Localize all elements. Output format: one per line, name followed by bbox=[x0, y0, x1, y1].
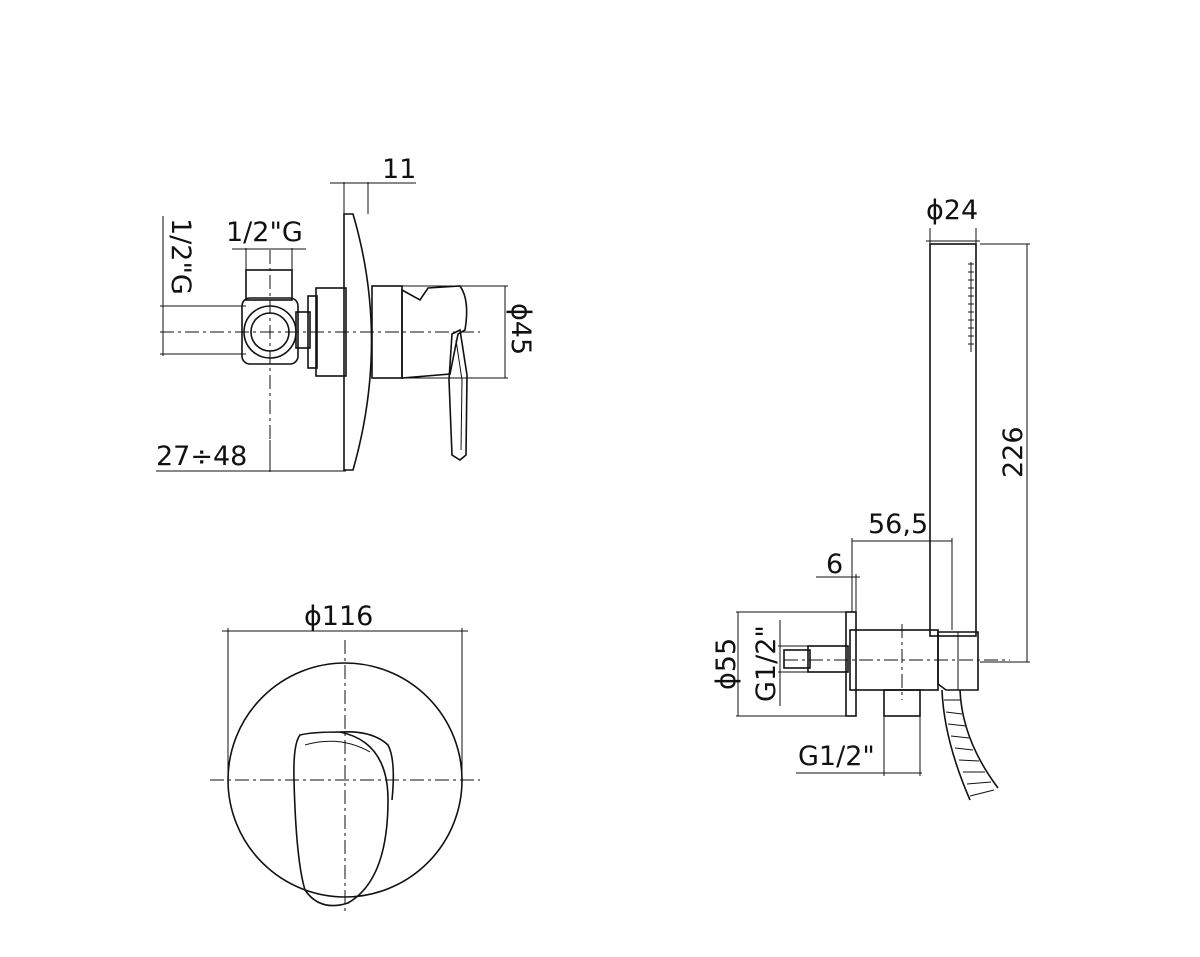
hose-outline bbox=[941, 689, 999, 801]
hose-coils bbox=[944, 699, 995, 797]
dim-226-label: 226 bbox=[998, 426, 1029, 478]
inlet-fitting-top bbox=[245, 269, 293, 301]
wall-plate-shower bbox=[845, 611, 857, 717]
front-lever-highlight bbox=[304, 740, 371, 753]
dim-depth-label: 27÷48 bbox=[156, 441, 247, 472]
dim-565-label: 56,5 bbox=[868, 509, 928, 540]
dim-45-label: ϕ45 bbox=[505, 303, 536, 355]
dim-11-label: 11 bbox=[382, 154, 416, 185]
wall-plate-side bbox=[343, 213, 373, 471]
front-lever-cap bbox=[339, 730, 395, 801]
front-lever-outline bbox=[293, 731, 389, 907]
wall-thread-connector bbox=[807, 645, 849, 673]
shower-handle bbox=[929, 243, 977, 637]
dim-wall-thread-label: G1/2" bbox=[751, 625, 782, 702]
wall-thread-tip bbox=[783, 649, 811, 669]
mixer-front-view: ϕ116 bbox=[210, 601, 480, 912]
handle-spray-holes bbox=[968, 263, 974, 345]
dim-hose-thread-label: G1/2" bbox=[798, 741, 875, 772]
dim-24-label: ϕ24 bbox=[926, 195, 978, 226]
dim-116-label: ϕ116 bbox=[304, 601, 373, 632]
dim-thread-side-label: 1/2"G bbox=[165, 218, 196, 295]
dim-6-label: 6 bbox=[826, 549, 843, 580]
lever-blade-side bbox=[448, 328, 468, 461]
mixer-side-view: 11 1/2"G 1/2"G ϕ45 27÷48 bbox=[156, 154, 536, 472]
lever-edge-line bbox=[455, 339, 463, 451]
dim-55-label: ϕ55 bbox=[711, 638, 742, 690]
dim-thread-top-label: 1/2"G bbox=[226, 217, 303, 248]
holder-clip bbox=[937, 631, 979, 691]
hose-connector bbox=[883, 689, 921, 717]
hand-shower-view: ϕ24 226 56,5 6 ϕ55 G1/2" G1/2" bbox=[711, 195, 1030, 801]
inlet-connector bbox=[295, 311, 311, 349]
